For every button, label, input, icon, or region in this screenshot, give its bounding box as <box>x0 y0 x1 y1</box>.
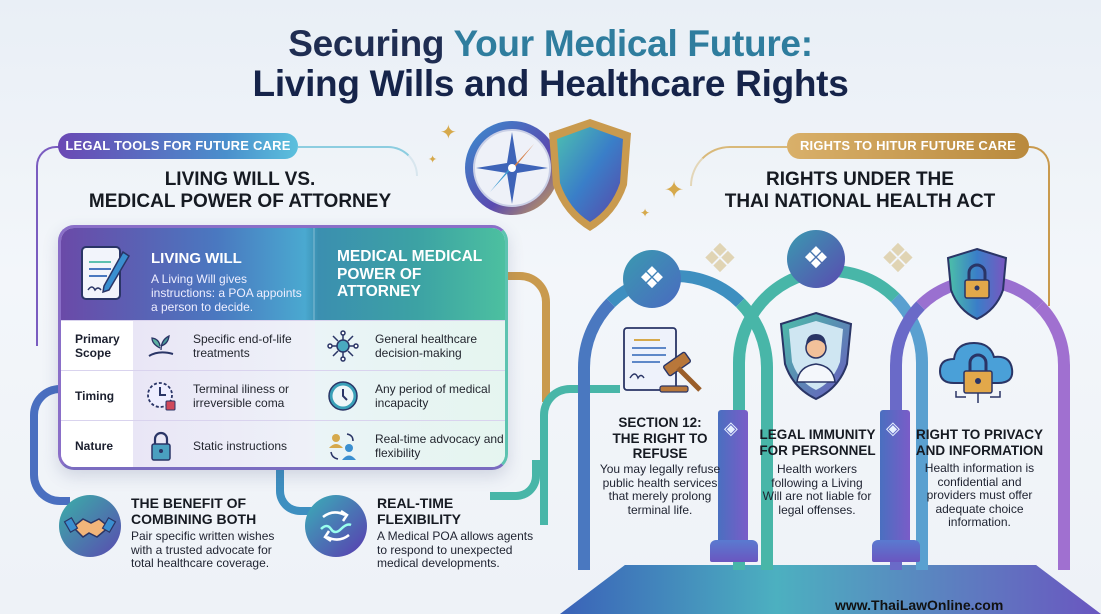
thai-flower-icon: ❖ <box>787 230 845 288</box>
cell-text: Any period of medical incapacity <box>375 381 491 410</box>
thai-flower-decoration-icon: ❖ <box>880 237 916 281</box>
benefit-description: Pair specific written wishes with a trus… <box>131 529 275 570</box>
title-part1: Securing <box>288 23 445 64</box>
living-will-cell: Terminal iliness or irreversible coma <box>133 371 315 420</box>
row-label: Timing <box>61 371 133 420</box>
right-section12-title: SECTION 12: THE RIGHT TO REFUSE <box>612 415 708 461</box>
living-will-description: A Living Will gives instructions: a POA … <box>151 272 302 314</box>
gold-pipe <box>500 272 550 402</box>
right-immunity-title: LEGAL IMMUNITY FOR PERSONNEL <box>759 427 876 458</box>
pillar <box>718 410 748 550</box>
left-heading-line1: LIVING WILL VS. <box>164 169 316 190</box>
right-section12-description: You may legally refuse public health ser… <box>599 462 721 517</box>
medical-poa-title: MEDICAL MEDICAL POWER OF ATTORNEY <box>337 248 482 300</box>
sparkle-icon-small: ✦ <box>428 154 438 166</box>
right-heading-line1: RIGHTS UNDER THE <box>766 169 954 190</box>
cloud-lock-icon <box>938 341 1014 403</box>
table-row: Nature Static instructions Real-time adv… <box>61 420 505 467</box>
right-heading-line2: THAI NATIONAL HEALTH ACT <box>724 191 996 212</box>
sparkle-icon: ✦ <box>440 122 457 144</box>
cell-text: Specific end-of-life treatments <box>193 331 292 360</box>
thai-flower-icon: ❖ <box>623 250 681 308</box>
website-url[interactable]: www.ThaiLawOnline.com <box>835 597 1004 613</box>
thai-flower-decoration-icon: ❖ <box>702 237 738 281</box>
living-will-cell: Specific end-of-life treatments <box>133 321 315 370</box>
cell-text: General healthcare decision-making <box>375 331 478 360</box>
row-label: Primary Scope <box>61 321 133 370</box>
row-label: Nature <box>61 421 133 467</box>
living-will-cell: Static instructions <box>133 421 315 467</box>
benefit-title-line2: COMBINING BOTH <box>131 511 257 527</box>
table-row: Timing Terminal iliness or irreversible … <box>61 370 505 420</box>
benefit-title: REAL-TIME FLEXIBILITY <box>377 495 461 527</box>
right-section-heading: RIGHTS UNDER THE THAI NATIONAL HEALTH AC… <box>700 169 1020 213</box>
scroll-gavel-icon <box>623 327 702 393</box>
pillar <box>880 410 910 550</box>
medical-poa-cell: General healthcare decision-making <box>315 321 505 370</box>
shield-lock-icon <box>946 247 1008 321</box>
legal-tools-pill: LEGAL TOOLS FOR FUTURE CARE <box>58 133 298 159</box>
benefit-title-line1: THE BENEFIT OF <box>131 495 247 511</box>
sparkle-icon-right-small: ✦ <box>640 206 651 220</box>
benefit-title: THE BENEFIT OF COMBINING BOTH <box>131 495 256 527</box>
clock-icon <box>328 381 358 411</box>
pillar-base <box>710 540 758 562</box>
road-ground <box>560 565 1101 614</box>
left-frame-line <box>36 146 66 346</box>
title-accent: Your Medical Future: <box>453 23 814 64</box>
network-hub-icon <box>327 330 359 362</box>
comparison-table: LIVING WILL A Living Will gives instruct… <box>58 225 508 470</box>
mid-right-pipe <box>490 460 540 500</box>
right-privacy-title: RIGHT TO PRIVACY AND INFORMATION <box>915 427 1044 458</box>
table-row: Primary Scope Specific end-of-life treat… <box>61 320 505 370</box>
mid-pipe <box>276 465 326 515</box>
handshake-icon <box>59 495 121 557</box>
right-immunity-description: Health workers following a Living Will a… <box>762 462 872 517</box>
left-section-heading: LIVING WILL VS. MEDICAL POWER OF ATTORNE… <box>70 169 410 213</box>
flexible-arrows-icon <box>305 495 367 557</box>
living-will-title: LIVING WILL <box>151 250 242 267</box>
sparkle-icon-right: ✦ <box>664 177 685 204</box>
benefit-description: A Medical POA allows agents to respond t… <box>377 529 534 570</box>
right-privacy-description: Health information is confidential and p… <box>924 461 1035 529</box>
document-pen-icon <box>81 246 131 300</box>
cell-text: Terminal iliness or irreversible coma <box>193 381 290 410</box>
left-heading-line2: MEDICAL POWER OF ATTORNEY <box>88 191 392 212</box>
title-line2: Living Wills and Healthcare Rights <box>252 63 849 104</box>
benefit-title-line2: FLEXIBILITY <box>377 511 461 527</box>
doctor-shield-icon <box>779 311 853 401</box>
header-divider <box>313 228 315 320</box>
diamond-ornament-icon: ◈ <box>724 418 738 438</box>
people-exchange-icon <box>329 433 356 460</box>
page-title: Securing Your Medical Future: Living Wil… <box>0 24 1101 104</box>
clock-calendar-icon <box>147 382 176 411</box>
shield-icon <box>549 119 631 231</box>
right-frame-line <box>1028 146 1050 306</box>
benefit-title-line1: REAL-TIME <box>377 495 454 511</box>
cell-text: Real-time advocacy and flexibility <box>375 431 504 460</box>
hand-sprout-icon <box>148 334 174 357</box>
diamond-ornament-icon: ◈ <box>886 418 900 438</box>
padlock-icon <box>151 431 171 461</box>
pillar-base <box>872 540 920 562</box>
cell-text: Static instructions <box>193 438 288 453</box>
medical-poa-cell: Real-time advocacy and flexibility <box>315 421 505 467</box>
comparison-header: LIVING WILL A Living Will gives instruct… <box>61 228 505 320</box>
left-pipe <box>30 385 70 505</box>
medical-poa-cell: Any period of medical incapacity <box>315 371 505 420</box>
rights-pill: RIGHTS TO HITUR FUTURE CARE <box>787 133 1029 159</box>
compass-icon <box>465 121 559 215</box>
